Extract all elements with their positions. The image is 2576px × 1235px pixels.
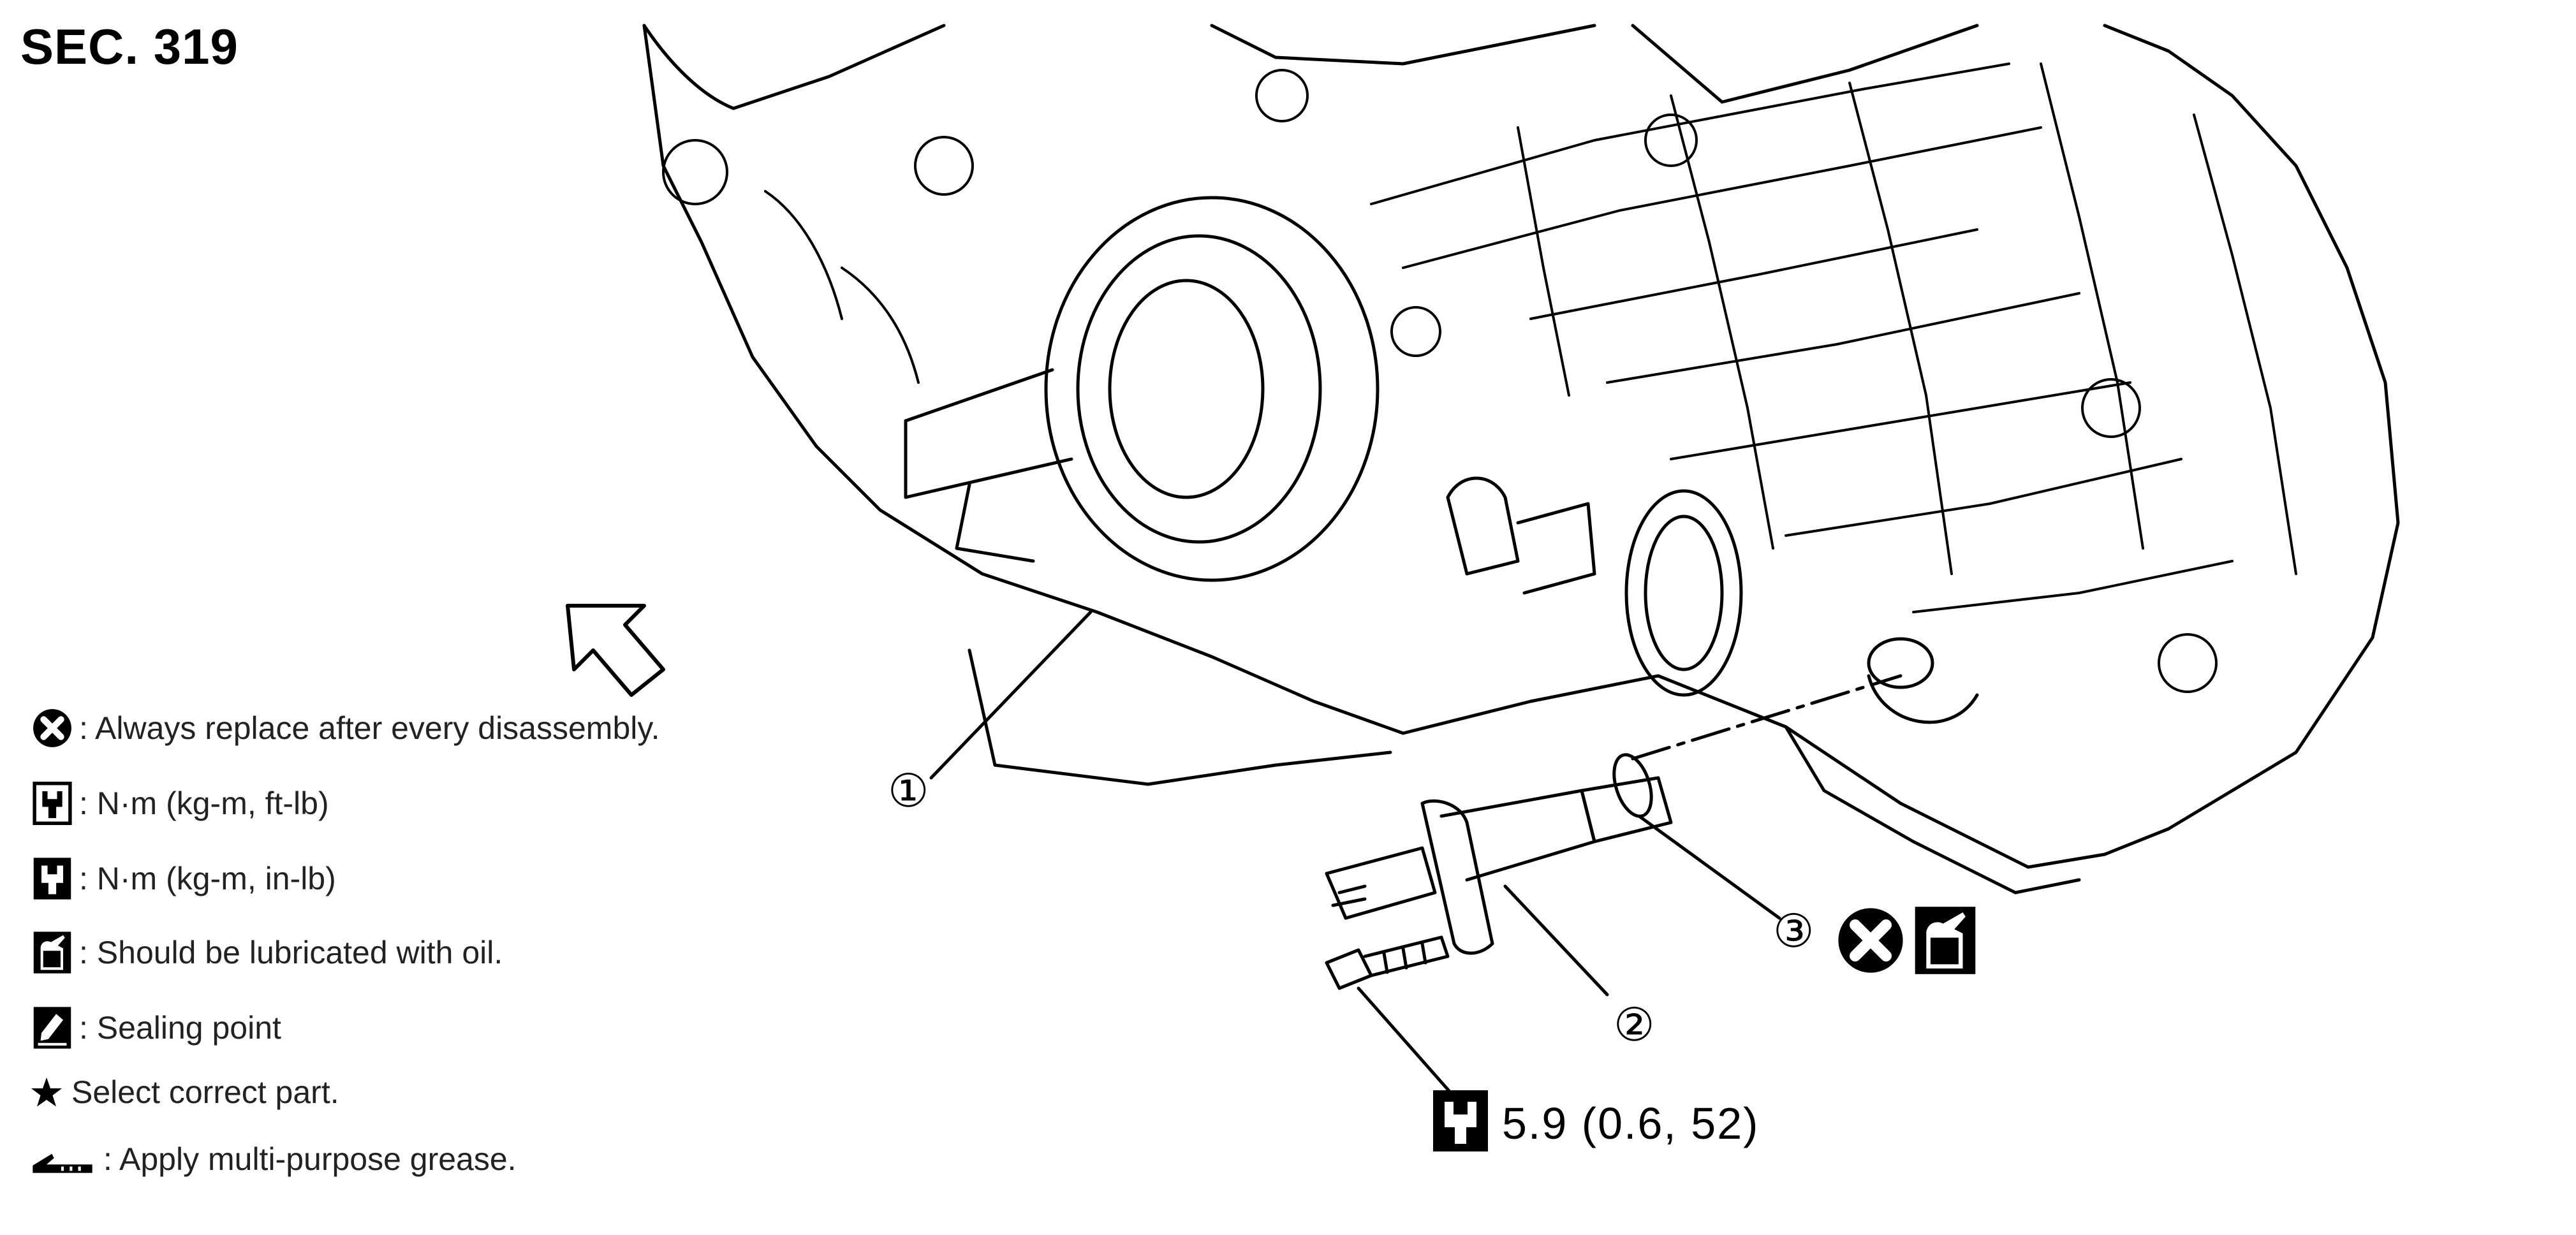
case-connector: [1446, 476, 1743, 697]
legend-item-replace: : Always replace after every disassembly…: [31, 706, 660, 750]
torque-ftlb-icon: [31, 782, 74, 825]
legend-text: : Should be lubricated with oil.: [79, 935, 503, 970]
section-label: SEC. 319: [20, 18, 239, 75]
torque-value: 5.9 (0.6, 52): [1502, 1099, 1760, 1148]
sealing-point-icon: [31, 1006, 74, 1049]
callout-part3: ③: [1773, 906, 1814, 957]
mounting-bolt: [1325, 935, 1450, 990]
front-direction-arrow: [566, 604, 665, 697]
star-icon: [31, 1076, 63, 1108]
transaxle-case-outline: [642, 24, 2400, 895]
legend-text: : Apply multi-purpose grease.: [103, 1141, 517, 1177]
legend-text: : Sealing point: [79, 1010, 281, 1046]
leader-line-bolt: [1357, 986, 1456, 1099]
torque-inlb-icon: [1433, 1090, 1488, 1151]
legend-text: Select correct part.: [71, 1074, 339, 1110]
oil-can-icon: [31, 931, 74, 974]
round-cover: [904, 196, 1380, 582]
legend-item-star: Select correct part.: [31, 1076, 339, 1108]
legend-item-grease: : Apply multi-purpose grease.: [31, 1141, 517, 1177]
leader-line-part2: [1503, 884, 1609, 997]
legend-item-torque-inlb: : N·m (kg-m, in-lb): [31, 857, 336, 900]
case-ribs: [662, 62, 2297, 693]
leader-line-part3: [1637, 814, 1781, 920]
legend-text: : Always replace after every disassembly…: [79, 710, 660, 746]
legend-item-sealing: : Sealing point: [31, 1006, 281, 1049]
legend-text: : N·m (kg-m, ft-lb): [79, 786, 329, 821]
callout-part1: ①: [888, 766, 929, 817]
speed-sensor: [1325, 776, 1673, 955]
legend-item-torque-ftlb: : N·m (kg-m, ft-lb): [31, 782, 329, 825]
part3-replace-icon: [1838, 908, 1903, 973]
part3-oil-can-icon: [1915, 907, 1976, 974]
sensor-mount-hole: [1867, 637, 1979, 724]
legend-text: : N·m (kg-m, in-lb): [79, 861, 336, 896]
grease-gun-icon: [31, 1141, 94, 1177]
callout-part2: ②: [1614, 1000, 1655, 1051]
replace-x-icon: [31, 706, 74, 750]
torque-inlb-icon: [31, 857, 74, 900]
installation-axis: [1631, 674, 1903, 761]
leader-line-part1: [929, 610, 1093, 780]
legend-item-oil: : Should be lubricated with oil.: [31, 931, 503, 974]
